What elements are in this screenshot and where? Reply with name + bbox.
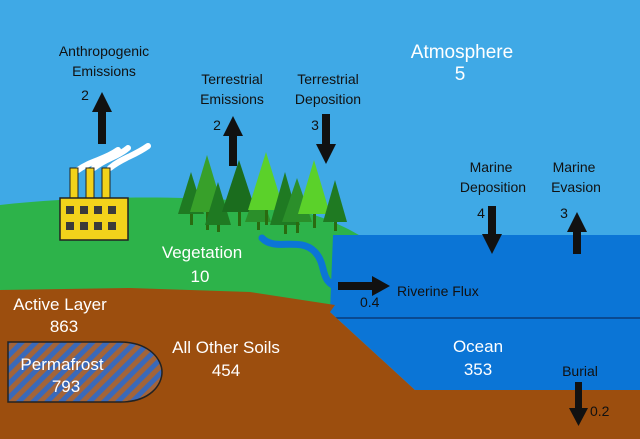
anthropogenic-emissions-arrow (92, 92, 112, 144)
terrestrial-emissions-label-1: Terrestrial (201, 71, 262, 87)
atmosphere-value: 5 (455, 64, 466, 85)
forest (178, 152, 347, 234)
tree-icon (222, 160, 256, 226)
marine-evasion-value: 3 (560, 205, 568, 221)
permafrost-value: 793 (52, 377, 80, 396)
burial-label: Burial (562, 363, 598, 379)
other-soils-label: All Other Soils (172, 338, 280, 357)
permafrost-region (7, 341, 163, 403)
terrestrial-emissions-label-2: Emissions (200, 91, 264, 107)
active-layer-value: 863 (50, 317, 78, 336)
terrestrial-emissions-arrow (223, 116, 243, 166)
tree-icon (248, 152, 284, 225)
anthropogenic-label-1: Anthropogenic (59, 43, 149, 59)
anthropogenic-value: 2 (81, 87, 89, 103)
terrestrial-deposition-arrow (316, 114, 336, 164)
vegetation-value: 10 (191, 267, 210, 286)
river (258, 234, 344, 292)
terrestrial-deposition-value: 3 (311, 117, 319, 133)
riverine-flux-label: Riverine Flux (397, 283, 479, 299)
burial-arrow (569, 382, 588, 426)
marine-deposition-label-2: Deposition (460, 179, 526, 195)
atmosphere-label: Atmosphere (411, 42, 513, 63)
marine-deposition-arrow (482, 206, 502, 254)
ocean-label: Ocean (453, 337, 503, 356)
soil-region (0, 288, 640, 439)
marine-evasion-label-1: Marine (553, 159, 596, 175)
anthropogenic-label-2: Emissions (72, 63, 136, 79)
tree-icon (323, 180, 347, 231)
terrestrial-deposition-label-2: Deposition (295, 91, 361, 107)
factory-icon (59, 143, 151, 241)
marine-deposition-value: 4 (477, 205, 485, 221)
other-soils-value: 454 (212, 361, 240, 380)
riverine-flux-value: 0.4 (360, 294, 380, 310)
riverine-flux-arrow (338, 276, 390, 296)
ocean-value: 353 (464, 360, 492, 379)
tree-icon (205, 182, 231, 232)
terrestrial-deposition-label-1: Terrestrial (297, 71, 358, 87)
tree-icon (298, 160, 330, 228)
burial-value: 0.2 (590, 403, 610, 419)
permafrost-label: Permafrost (20, 355, 103, 374)
marine-evasion-arrow (567, 212, 587, 254)
ocean-region (330, 235, 640, 390)
terrestrial-emissions-value: 2 (213, 117, 221, 133)
active-layer-label: Active Layer (13, 295, 107, 314)
marine-deposition-label-1: Marine (470, 159, 513, 175)
vegetation-label: Vegetation (162, 243, 242, 262)
marine-evasion-label-2: Evasion (551, 179, 601, 195)
